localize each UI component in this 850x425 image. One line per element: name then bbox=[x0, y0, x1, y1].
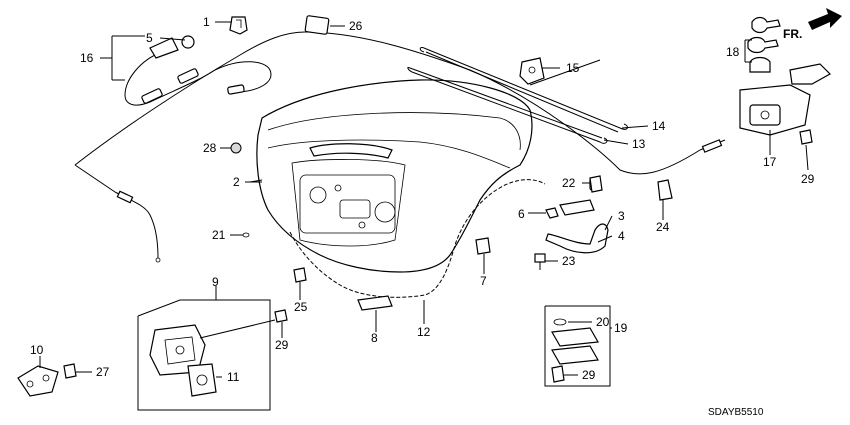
callout-16: 16 bbox=[80, 51, 94, 65]
callout-7: 7 bbox=[480, 274, 487, 288]
callout-23: 23 bbox=[562, 254, 576, 268]
torsion-bars bbox=[407, 47, 628, 144]
clip-part-21 bbox=[242, 232, 250, 238]
weatherstrip bbox=[289, 179, 546, 298]
callout-17: 17 bbox=[763, 155, 777, 169]
bracket-detail-box bbox=[544, 305, 611, 387]
callout-29-lock: 29 bbox=[801, 172, 815, 186]
callout-9: 9 bbox=[212, 275, 219, 289]
callout-labels: 1 2 3 4 5 6 7 8 9 10 11 12 13 14 15 16 1… bbox=[30, 15, 815, 418]
callout-25: 25 bbox=[294, 300, 308, 314]
latch-detail-box bbox=[137, 299, 288, 411]
callout-3: 3 bbox=[618, 209, 625, 223]
bracket-part-8 bbox=[357, 295, 393, 311]
callout-24: 24 bbox=[656, 220, 670, 234]
callout-1: 1 bbox=[203, 15, 210, 29]
bumper-part-7 bbox=[475, 237, 491, 255]
grommet-part-28 bbox=[230, 142, 242, 154]
clip-part-1 bbox=[229, 16, 248, 35]
callout-10: 10 bbox=[30, 343, 44, 357]
callout-22: 22 bbox=[562, 176, 576, 190]
callout-11: 11 bbox=[227, 370, 240, 384]
callout-5: 5 bbox=[146, 31, 153, 45]
hinge-parts bbox=[545, 177, 609, 254]
callout-26: 26 bbox=[349, 19, 363, 33]
trunk-lid bbox=[256, 79, 533, 273]
callout-29-bracket: 29 bbox=[582, 368, 596, 382]
fuel-opener-cable bbox=[124, 35, 272, 106]
callout-18: 18 bbox=[726, 45, 740, 59]
callout-27: 27 bbox=[96, 365, 110, 379]
trunk-lock-assembly bbox=[739, 16, 831, 145]
callout-21: 21 bbox=[212, 228, 226, 242]
opener-cable bbox=[74, 31, 726, 263]
bolt-part-22 bbox=[589, 175, 603, 193]
callout-8: 8 bbox=[371, 331, 378, 345]
callout-12: 12 bbox=[417, 325, 431, 339]
callout-6: 6 bbox=[518, 207, 525, 221]
callout-28: 28 bbox=[203, 141, 217, 155]
callout-14: 14 bbox=[652, 119, 666, 133]
callout-19: 19 bbox=[614, 321, 628, 335]
bolt-part-23 bbox=[534, 253, 546, 270]
pad-part-26 bbox=[304, 15, 330, 35]
leader-lines bbox=[39, 21, 809, 378]
callout-29-latch: 29 bbox=[275, 338, 289, 352]
clip-part-25 bbox=[293, 267, 307, 283]
bolt-part-27 bbox=[63, 363, 77, 379]
front-direction-label: FR. bbox=[783, 27, 802, 41]
callout-15: 15 bbox=[566, 61, 580, 75]
callout-13: 13 bbox=[632, 137, 646, 151]
callout-2: 2 bbox=[233, 175, 240, 189]
front-direction-arrow bbox=[808, 8, 842, 30]
bracket-part-15 bbox=[519, 57, 545, 85]
bracket-part-24 bbox=[657, 179, 673, 201]
callout-4: 4 bbox=[618, 229, 625, 243]
callout-20: 20 bbox=[596, 315, 610, 329]
striker-part-10 bbox=[17, 365, 59, 397]
diagram-code: SDAYB5510 bbox=[708, 407, 764, 418]
